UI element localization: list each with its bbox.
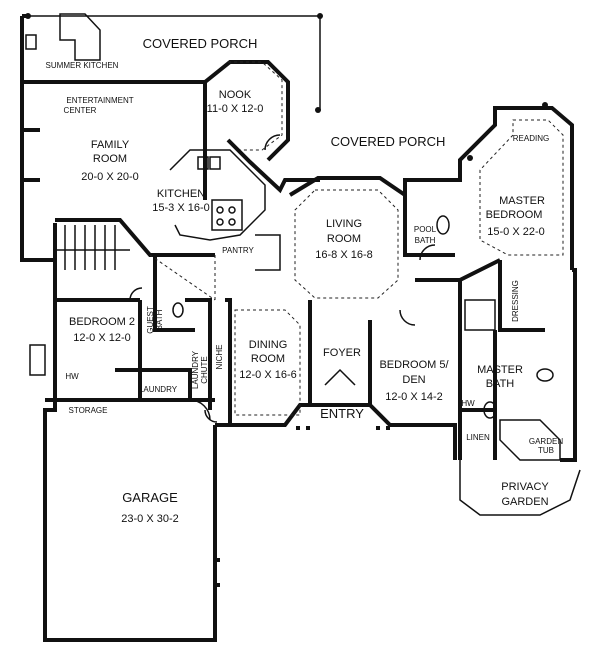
label-pool-bath-1: POOL <box>414 225 437 234</box>
label-family-1: FAMILY <box>91 139 130 151</box>
label-garage-dim: 23-0 X 30-2 <box>121 513 178 525</box>
label-dining-dim: 12-0 X 16-6 <box>239 369 296 381</box>
label-master-bath-1: MASTER <box>477 364 523 376</box>
label-kitchen: KITCHEN <box>157 188 205 200</box>
label-nook: NOOK <box>219 89 252 101</box>
exterior-walls <box>20 14 581 642</box>
summer-kitchen-counter <box>25 13 101 61</box>
interior-walls <box>55 82 545 460</box>
label-entertainment-2: CENTER <box>64 106 97 115</box>
label-living-2: ROOM <box>327 233 361 245</box>
label-living-1: LIVING <box>326 218 362 230</box>
label-guest-bath-1: GUEST <box>146 306 155 334</box>
label-privacy-2: GARDEN <box>501 496 548 508</box>
bath-fixtures <box>29 215 561 461</box>
label-master-bed-dim: 15-0 X 22-0 <box>487 226 544 238</box>
label-laundry-chute-1: LAUNDRY <box>191 350 200 389</box>
label-pantry: PANTRY <box>222 246 254 255</box>
label-linen: LINEN <box>466 433 490 442</box>
label-master-bed-1: MASTER <box>499 195 545 207</box>
label-family-dim: 20-0 X 20-0 <box>81 171 138 183</box>
label-hw-right: HW <box>461 399 475 408</box>
label-foyer: FOYER <box>323 347 361 359</box>
label-summer-kitchen: SUMMER KITCHEN <box>46 61 119 70</box>
label-pool-bath-2: BATH <box>415 236 436 245</box>
label-entertainment-1: ENTERTAINMENT <box>66 96 133 105</box>
label-reading: READING <box>513 134 549 143</box>
label-dining-1: DINING <box>249 339 288 351</box>
label-bedroom-5-1: BEDROOM 5/ <box>379 359 449 371</box>
ceiling-outlines <box>149 61 564 416</box>
porch-columns <box>25 13 548 161</box>
label-bedroom-2-dim: 12-0 X 12-0 <box>73 332 130 344</box>
label-guest-bath-2: BATH <box>155 309 164 330</box>
label-kitchen-dim: 15-3 X 16-0 <box>152 202 209 214</box>
label-garden-tub-2: TUB <box>538 446 554 455</box>
label-laundry-chute-2: CHUTE <box>200 356 209 384</box>
label-master-bath-2: BATH <box>486 378 515 390</box>
label-covered-porch-top: COVERED PORCH <box>143 36 258 51</box>
label-living-dim: 16-8 X 16-8 <box>315 249 372 261</box>
label-storage: STORAGE <box>69 406 108 415</box>
label-bedroom-5-2: DEN <box>402 374 425 386</box>
label-nook-dim: 11-0 X 12-0 <box>207 103 264 115</box>
label-niche: NICHE <box>215 345 224 370</box>
label-laundry: LAUNDRY <box>139 385 178 394</box>
label-dressing: DRESSING <box>511 280 520 322</box>
label-family-2: ROOM <box>93 153 127 165</box>
label-bedroom-2: BEDROOM 2 <box>69 316 135 328</box>
label-privacy-1: PRIVACY <box>501 481 549 493</box>
label-hw-left: HW <box>65 372 79 381</box>
stairs <box>55 225 130 270</box>
kitchen-counters <box>169 149 281 271</box>
label-bedroom-5-dim: 12-0 X 14-2 <box>385 391 442 403</box>
label-dining-2: ROOM <box>251 353 285 365</box>
label-covered-porch-mid: COVERED PORCH <box>331 134 446 149</box>
label-garage: GARAGE <box>122 490 178 505</box>
room-labels: COVERED PORCH SUMMER KITCHEN NOOK 11-0 X… <box>46 36 564 525</box>
door-swings <box>129 134 436 423</box>
label-entry: ENTRY <box>320 406 364 421</box>
label-garden-tub-1: GARDEN <box>529 437 563 446</box>
entry-stoops <box>296 368 390 430</box>
label-master-bed-2: BEDROOM <box>486 209 543 221</box>
